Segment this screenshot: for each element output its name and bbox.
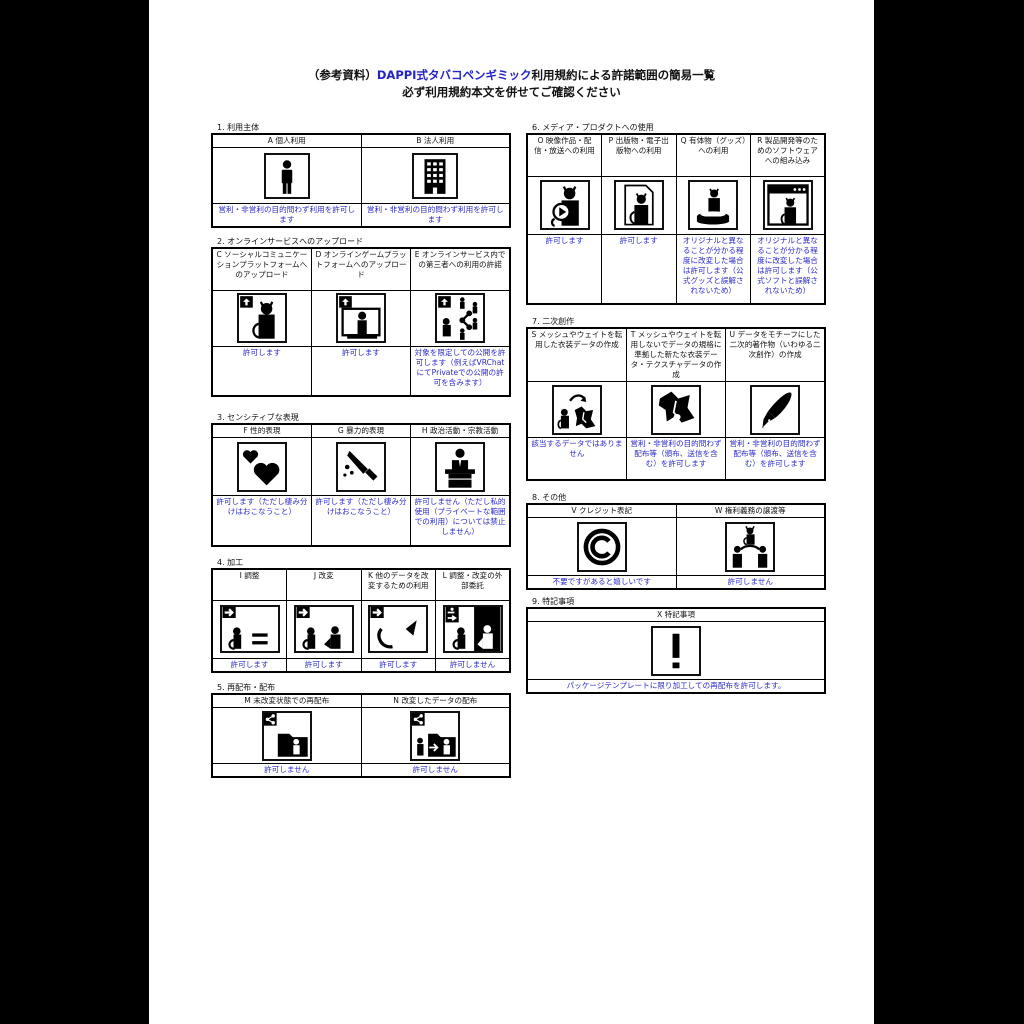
document-page: （参考資料）DAPPI式タバコペンギミック利用規約による許諾範囲の簡易一覧 必ず… — [149, 0, 874, 1024]
hearts-icon — [236, 441, 287, 492]
cell-result: 該当するデータではありません — [526, 437, 627, 480]
section-heading: 6. メディア・プロダクトへの使用 — [532, 123, 654, 132]
section-special-notes: 9. 特記事項 X 特記事項 パッケージテンプレートに限り加工しての再配布を許可… — [526, 596, 826, 694]
distribute-modified-icon — [410, 710, 461, 761]
cell-label: M 未改変状態での再配布 — [211, 693, 362, 708]
publication-icon — [613, 180, 664, 230]
title-line-2: 必ず利用規約本文を併せてご確認ください — [402, 85, 621, 99]
section-processing: 4. 加工 I 調整 J 改変 K 他のデータを改変するための利用 L 調整・改… — [211, 557, 511, 673]
cell-result: 許可します — [601, 233, 677, 305]
cell-result: 許可しません（ただし私的使用（プライベートな範囲での利用）については禁止しません… — [410, 495, 511, 546]
cell-label: C ソーシャルコミュニケーションプラットフォームへのアップロード — [211, 247, 312, 291]
upload-avatar-icon — [236, 293, 287, 343]
cell-label: F 性的表現 — [211, 423, 312, 438]
video-icon — [539, 180, 590, 230]
cell-result: 許可します（ただし棲み分けはおこなうこと） — [211, 495, 312, 546]
section-derivative-works: 7. 二次創作 S メッシュやウェイトを転用した衣装データの作成 T メッシュや… — [526, 316, 826, 481]
cell-result: 許可します（ただし棲み分けはおこなうこと） — [310, 495, 412, 546]
section-redistribution: 5. 再配布・配布 M 未改変状態での再配布 N 改変したデータの配布 許可しま… — [211, 682, 511, 778]
section-heading: 8. その他 — [532, 493, 567, 502]
title-accent: DAPPI式タバコペンギミック — [376, 68, 532, 82]
section-heading: 4. 加工 — [217, 558, 244, 567]
pen-icon — [750, 384, 801, 435]
cell-result: 不要ですがあると嬉しいです — [526, 575, 677, 590]
cell-label: A 個人利用 — [211, 133, 362, 148]
cell-result: 許可します — [360, 657, 436, 672]
section-heading: 3. センシティブな表現 — [217, 413, 299, 422]
cell-result: 営利・非営利の目的問わず配布等（頒布、送信を含む）を許可します — [625, 437, 727, 480]
redistribute-icon — [261, 710, 312, 761]
upload-monitor-icon — [335, 293, 386, 343]
cell-result: 許可しません — [435, 657, 511, 672]
section-sensitive-expression: 3. センシティブな表現 F 性的表現 G 暴力的表現 H 政治活動・宗教活動 … — [211, 412, 511, 547]
cell-result: パッケージテンプレートに限り加工しての再配布を許可します。 — [526, 679, 826, 694]
section-heading: 5. 再配布・配布 — [217, 683, 276, 692]
section-other: 8. その他 V クレジット表記 W 権利義務の譲渡等 不要ですがあると嬉しいで… — [526, 492, 826, 590]
title-suffix: 利用規約による許諾範囲の簡易一覧 — [531, 68, 716, 82]
cell-label: N 改変したデータの配布 — [360, 693, 511, 708]
cell-result: 対象を限定しての公開を許可します（例えばVRChatにてPrivateでの公開の… — [410, 345, 511, 397]
person-icon — [263, 152, 310, 199]
costume-transfer-icon — [551, 384, 602, 435]
upload-share-icon — [435, 293, 486, 343]
cell-label: B 法人利用 — [360, 133, 511, 148]
outsource-icon — [442, 605, 503, 653]
cell-label: T メッシュやウェイトを転用しないでデータの規格に準拠した新たな衣装データ・テク… — [625, 327, 727, 382]
cell-label: P 出版物・電子出版物への利用 — [601, 133, 677, 177]
exclamation-icon — [651, 625, 701, 676]
cell-result: 許可しません — [211, 763, 362, 778]
transfer-rights-icon — [725, 521, 776, 572]
cell-label: W 権利義務の譲渡等 — [675, 503, 826, 518]
cell-label: S メッシュやウェイトを転用した衣装データの作成 — [526, 327, 627, 382]
cell-result: 営利・非営利の目的問わず利用を許可します — [360, 203, 511, 228]
cell-label: R 製品開発等のためのソフトウェアへの組み込み — [750, 133, 826, 177]
section-heading: 7. 二次創作 — [532, 317, 575, 326]
cell-label: D オンラインゲームプラットフォームへのアップロード — [310, 247, 412, 291]
cell-label: O 映像作品・配信・放送への利用 — [526, 133, 602, 177]
copyright-icon — [576, 521, 627, 572]
cell-label: L 調整・改変の外部委託 — [435, 568, 511, 601]
cell-result: 営利・非営利の目的問わず配布等（頒布、送信を含む）を許可します — [725, 437, 826, 480]
software-icon — [762, 180, 813, 230]
cell-result: 許可します — [526, 233, 602, 305]
cell-label: J 改変 — [286, 568, 362, 601]
cell-label: H 政治活動・宗教活動 — [410, 423, 511, 438]
cell-label: K 他のデータを改変するための利用 — [360, 568, 436, 601]
figure-icon — [688, 180, 739, 230]
adjust-icon — [219, 605, 280, 653]
cell-result: 許可しません — [675, 575, 826, 590]
cell-label: G 暴力的表現 — [310, 423, 412, 438]
costume-icon — [650, 384, 701, 435]
cell-result: 許可します — [286, 657, 362, 672]
cell-result: 許可します — [211, 345, 312, 397]
cell-label: I 調整 — [211, 568, 287, 601]
building-icon — [412, 152, 459, 199]
cell-label: Q 有体物（グッズ）への利用 — [675, 133, 751, 177]
section-heading: 9. 特記事項 — [532, 597, 575, 606]
title-line-1: （参考資料）DAPPI式タバコペンギミック利用規約による許諾範囲の簡易一覧 — [149, 67, 874, 84]
cell-result: オリジナルと異なることが分かる程度に改変した場合は許可します（公式ソフトと誤解さ… — [750, 233, 826, 305]
section-usage-subject: 1. 利用主体 A 個人利用 B 法人利用 営利・非営利の目的問わず利用を許可し… — [211, 122, 511, 228]
section-online-upload: 2. オンラインサービスへのアップロード C ソーシャルコミュニケーションプラッ… — [211, 236, 511, 397]
section-media-product: 6. メディア・プロダクトへの使用 O 映像作品・配信・放送への利用 P 出版物… — [526, 122, 826, 305]
podium-icon — [435, 441, 486, 492]
section-heading: 1. 利用主体 — [217, 123, 260, 132]
title-prefix: （参考資料） — [307, 68, 377, 82]
section-heading: 2. オンラインサービスへのアップロード — [217, 237, 364, 246]
knife-icon — [335, 441, 386, 492]
cell-label: E オンラインサービス内での第三者への利用の許諾 — [410, 247, 511, 291]
cell-result: 営利・非営利の目的問わず利用を許可します — [211, 203, 362, 228]
cell-label: V クレジット表記 — [526, 503, 677, 518]
cell-result: 許可しません — [360, 763, 511, 778]
cell-result: 許可します — [211, 657, 287, 672]
page-title: （参考資料）DAPPI式タバコペンギミック利用規約による許諾範囲の簡易一覧 必ず… — [149, 67, 874, 101]
modify-icon — [293, 605, 354, 653]
cell-label: U データをモチーフにした二次的著作物（いわゆる二次創作）の作成 — [725, 327, 826, 382]
cell-result: 許可します — [310, 345, 412, 397]
parts-icon — [368, 605, 429, 653]
cell-label: X 特記事項 — [526, 607, 826, 622]
cell-result: オリジナルと異なることが分かる程度に改変した場合は許可します（公式グッズと誤解さ… — [675, 233, 751, 305]
